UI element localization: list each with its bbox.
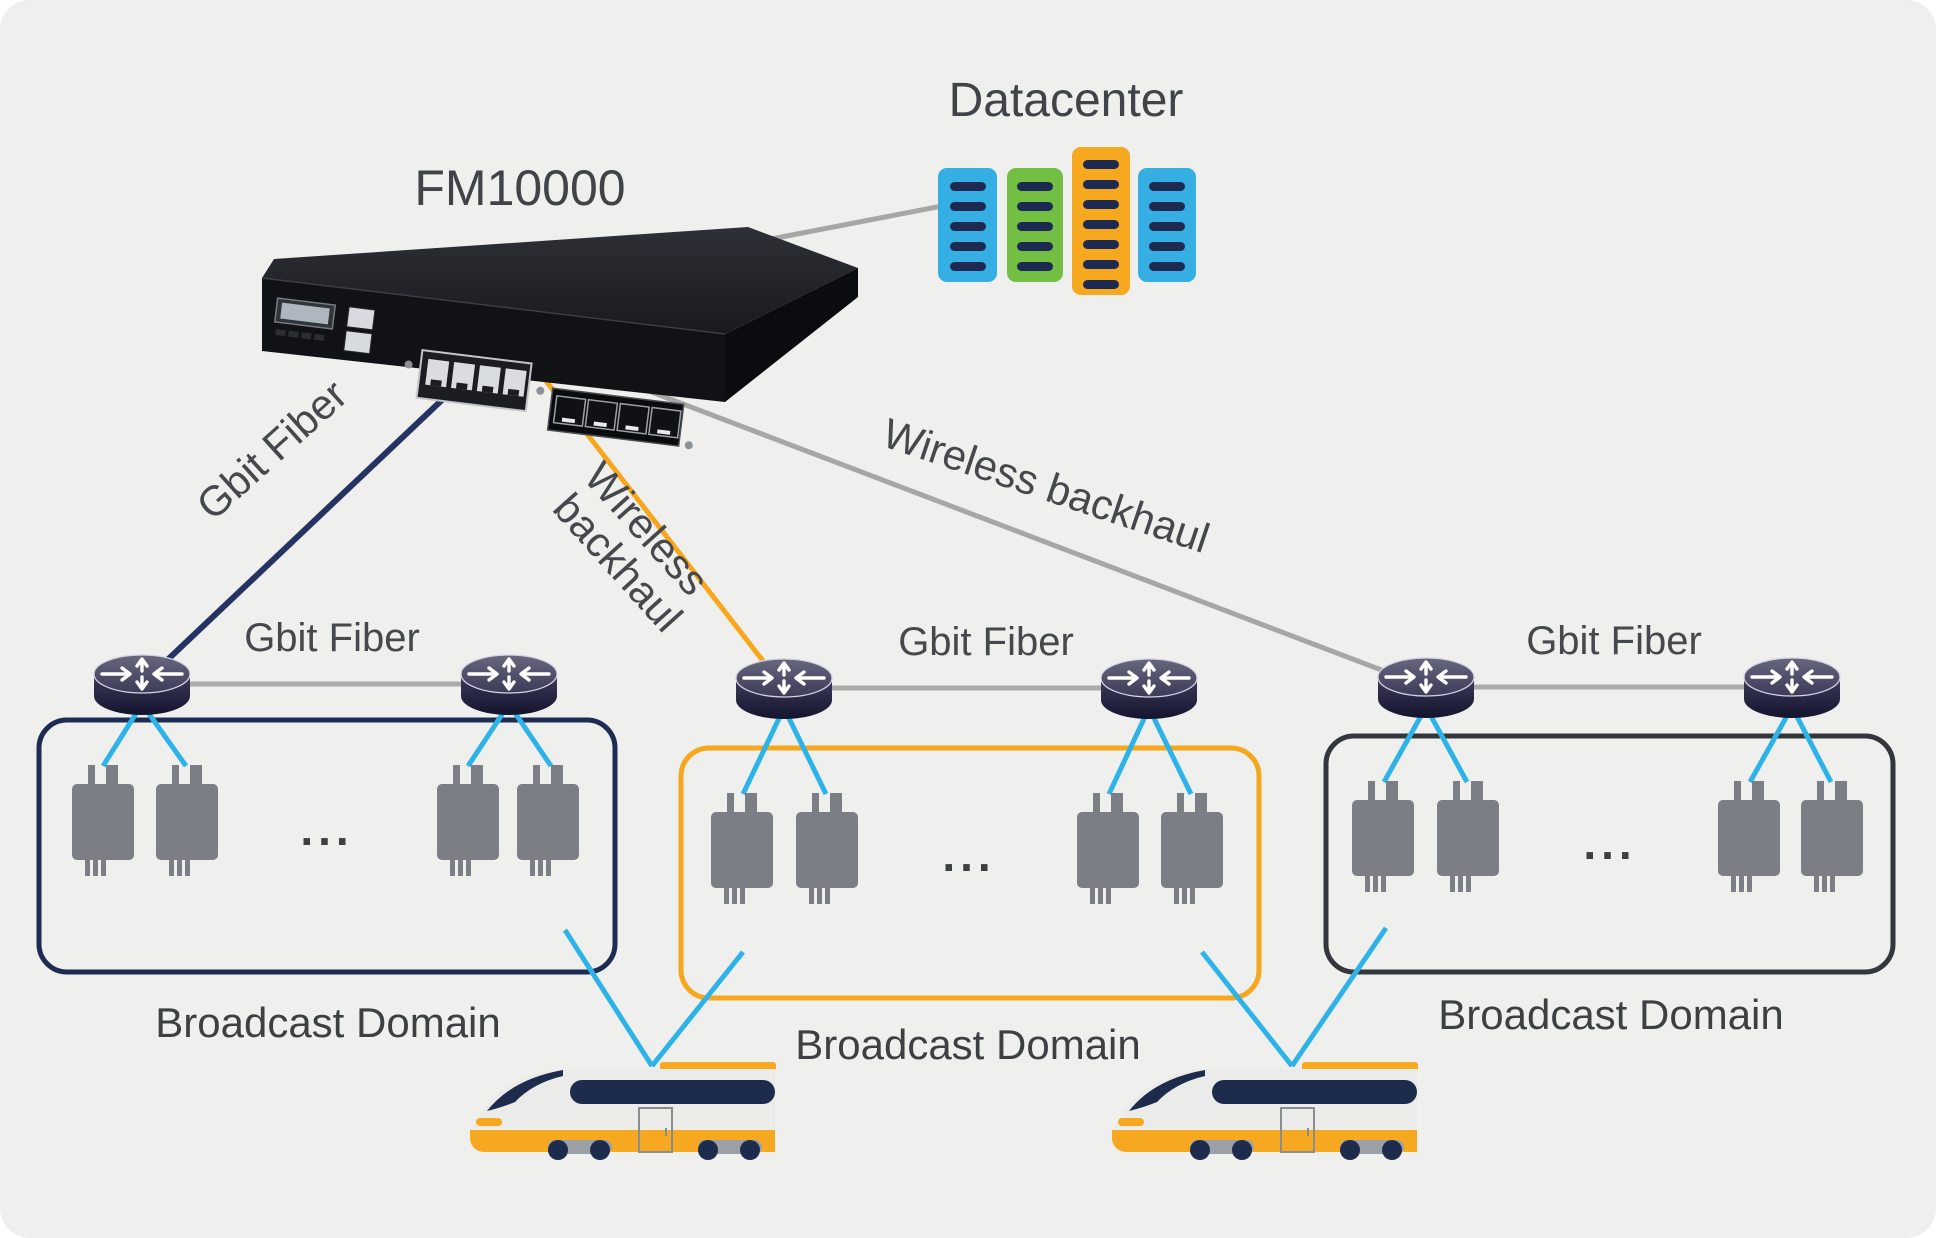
rack-slots — [1083, 160, 1119, 289]
access-link — [1747, 705, 1795, 784]
train-icon — [1111, 1061, 1419, 1161]
ellipsis-domain1: ... — [300, 803, 353, 855]
radio-unit-icon — [156, 765, 218, 876]
rack-slots — [1149, 182, 1185, 271]
broadcast-domain-1-label: Broadcast Domain — [155, 999, 501, 1046]
access-link — [781, 706, 829, 796]
radio-unit-icon — [1718, 781, 1780, 892]
train-access-link — [650, 950, 745, 1068]
broadcast-domain-3-label: Broadcast Domain — [1438, 991, 1784, 1038]
train-access-link — [562, 928, 655, 1068]
broadcast-domain-1-box — [36, 717, 618, 975]
radio-unit-icon — [1077, 793, 1139, 904]
radio-unit-icon — [437, 765, 499, 876]
radio-unit-icon — [796, 793, 858, 904]
radio-unit-icon — [1437, 781, 1499, 892]
router-icon — [734, 657, 834, 721]
radio-unit-icon — [1161, 793, 1223, 904]
train-access-link — [1289, 926, 1389, 1068]
inter-router-links — [142, 681, 1792, 691]
wireless-backhaul-gray-label: Wireless backhaul — [877, 409, 1215, 562]
router-icon — [1376, 656, 1476, 720]
rack-slots — [950, 182, 986, 271]
gbit-fiber-domain1-label: Gbit Fiber — [244, 616, 420, 660]
access-link — [1381, 705, 1429, 784]
access-link — [1789, 705, 1834, 784]
access-link — [1146, 706, 1194, 796]
train-access-link — [1200, 950, 1294, 1068]
datacenter-label: Datacenter — [949, 74, 1184, 127]
fm10000-label: FM10000 — [414, 160, 625, 216]
ellipsis-domain2: ... — [942, 829, 995, 881]
broadcast-domain-2-label: Broadcast Domain — [795, 1021, 1141, 1068]
radio-unit-icon — [517, 765, 579, 876]
ellipsis-domain3: ... — [1583, 817, 1636, 869]
train-icon — [469, 1061, 777, 1161]
router-icon — [1742, 656, 1842, 720]
gbit-fiber-domain2-label: Gbit Fiber — [898, 620, 1074, 664]
router-icon — [459, 653, 559, 717]
rack-slots — [1017, 182, 1053, 271]
front-panel-details — [273, 297, 693, 450]
broadcast-domain-2-box — [678, 745, 1262, 1001]
access-link — [740, 706, 787, 796]
radio-unit-icon — [711, 793, 773, 904]
broadcast-domain-3-box — [1323, 733, 1896, 975]
radio-unit-icon — [1801, 781, 1863, 892]
router-icon — [1099, 657, 1199, 721]
gbit-fiber-domain3-label: Gbit Fiber — [1526, 619, 1702, 663]
access-link — [1423, 705, 1470, 784]
wireless-backhaul-orange-label: Wireless backhaul — [543, 453, 726, 642]
router-icon — [92, 653, 192, 717]
access-link — [1106, 706, 1152, 796]
radio-unit-icon — [72, 765, 134, 876]
datacenter-icon — [938, 147, 1196, 295]
radio-unit-icon — [1352, 781, 1414, 892]
fm10000-appliance-image — [261, 227, 858, 450]
link-datacenter — [765, 203, 943, 243]
link-wireless-backhaul-gray — [619, 377, 1427, 690]
